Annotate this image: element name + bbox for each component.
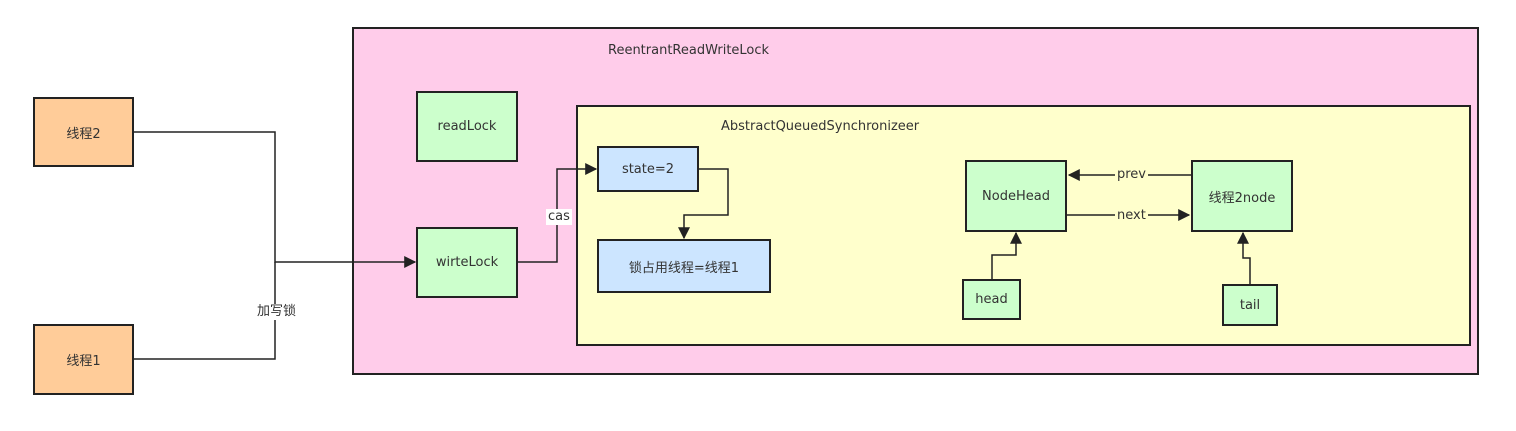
node-head-node: NodeHead [965,160,1067,232]
lock-owner-node: 锁占用线程=线程1 [597,239,771,293]
tail-pointer-node: tail [1222,284,1278,326]
tail-pointer-edge [1237,231,1251,284]
thread2-to-writelock-edge [133,131,417,268]
next-edge-label: next [1115,208,1148,224]
state-to-owner-edge [678,168,729,240]
thread2-queue-node: 线程2node [1191,160,1293,232]
read-lock-node: readLock [416,91,518,162]
thread1-node: 线程1 [33,324,134,395]
state-node: state=2 [597,146,699,192]
write-lock-node: wirteLock [416,227,518,298]
write-lock-edge-label: 加写锁 [255,304,299,320]
aqs-title: AbstractQueuedSynchronizeer [721,119,920,134]
head-pointer-node: head [962,279,1021,320]
thread2-node: 线程2 [33,97,134,167]
cas-edge-label: cas [546,209,572,225]
thread1-to-writelock-edge [133,262,276,360]
head-pointer-edge [991,231,1022,279]
prev-edge-label: prev [1115,167,1149,183]
reentrant-read-write-lock-title: ReentrantReadWriteLock [608,43,770,58]
